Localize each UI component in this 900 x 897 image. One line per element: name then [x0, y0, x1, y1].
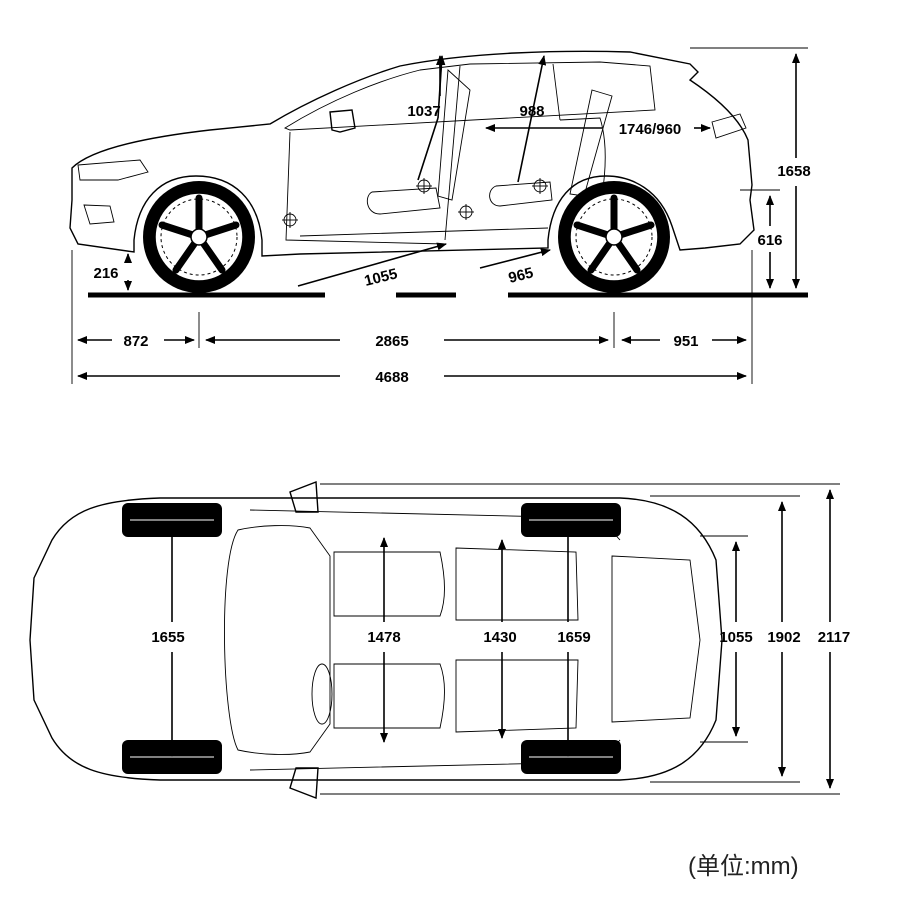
side-dimension-lines — [71, 47, 808, 384]
lamp-height-label: 616 — [757, 232, 782, 249]
wheelbase-label: 2865 — [375, 333, 408, 350]
front-overhang-label: 872 — [123, 333, 148, 350]
unit-note: (单位:mm) — [688, 853, 799, 880]
rear-track-label: 1659 — [557, 629, 590, 646]
headroom-front-label: 1037 — [407, 103, 440, 120]
cargo-width-label: 1055 — [719, 629, 752, 646]
top-dimension-lines — [168, 483, 840, 795]
height-label: 1658 — [777, 163, 810, 180]
side-view-car — [69, 50, 755, 257]
width-no-mirrors-label: 1902 — [767, 629, 800, 646]
rear-wheel — [558, 181, 670, 293]
headroom-rear-label: 988 — [519, 103, 544, 120]
front-wheel — [143, 181, 255, 293]
front-track-label: 1655 — [151, 629, 184, 646]
top-tires — [122, 503, 621, 774]
width-with-mirrors-label: 2117 — [818, 629, 851, 646]
legroom-front-label: 1055 — [363, 265, 399, 290]
shoulder-front-label: 1478 — [367, 629, 400, 646]
ground-clearance-label: 216 — [93, 265, 118, 282]
shoulder-rear-label: 1430 — [483, 629, 516, 646]
cargo-length-label: 1746/960 — [619, 121, 682, 138]
overall-length-label: 4688 — [375, 369, 408, 386]
rear-overhang-label: 951 — [673, 333, 698, 350]
legroom-rear-label: 965 — [507, 264, 535, 287]
